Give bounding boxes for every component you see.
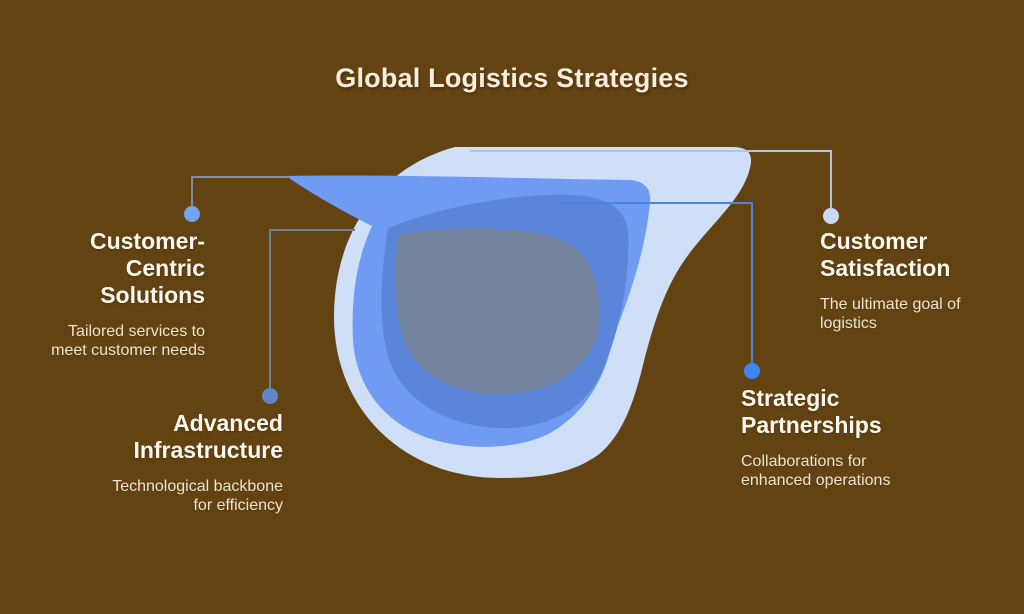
connector-dot-customer-satisfaction — [823, 208, 839, 224]
connector-line-customer-centric — [191, 176, 290, 206]
callout-body: Technological backbone for efficiency — [112, 478, 283, 514]
callout-strategic-partnerships: Strategic Partnerships Collaborations fo… — [741, 385, 890, 490]
connector-dot-customer-centric — [184, 206, 200, 222]
callout-customer-centric: Customer- Centric Solutions Tailored ser… — [51, 228, 205, 360]
callout-customer-satisfaction: Customer Satisfaction The ultimate goal … — [820, 228, 961, 333]
callout-body: The ultimate goal of logistics — [820, 296, 961, 332]
swirl-layer-core — [395, 228, 600, 395]
connector-dot-advanced-infrastructure — [262, 388, 278, 404]
page-title: Global Logistics Strategies — [335, 63, 689, 93]
connector-line-strategic-partnerships — [560, 202, 753, 363]
callout-heading: Customer Satisfaction — [820, 228, 951, 281]
callout-heading: Customer- Centric Solutions — [89, 228, 205, 308]
connector-line-customer-satisfaction — [470, 150, 832, 208]
connector-dot-strategic-partnerships — [744, 363, 760, 379]
callout-heading: Advanced Infrastructure — [133, 410, 283, 463]
callout-heading: Strategic Partnerships — [741, 385, 882, 438]
callout-body: Collaborations for enhanced operations — [741, 453, 891, 489]
connector-line-advanced-infrastructure — [269, 229, 355, 388]
callout-advanced-infrastructure: Advanced Infrastructure Technological ba… — [112, 410, 283, 515]
callout-body: Tailored services to meet customer needs — [51, 323, 205, 359]
